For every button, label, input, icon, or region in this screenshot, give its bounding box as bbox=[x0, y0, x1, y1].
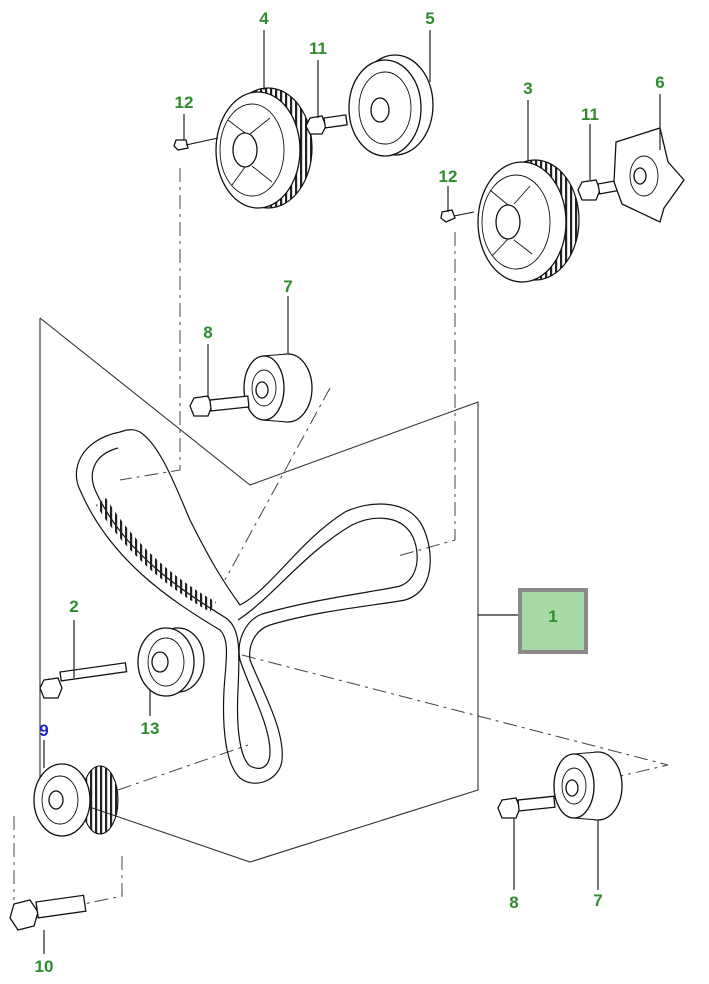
label-part-8-lower[interactable]: 8 bbox=[509, 893, 518, 912]
small-bolt-right bbox=[440, 209, 475, 223]
crank-pulley bbox=[348, 54, 434, 157]
tensioner-bolt bbox=[39, 662, 128, 699]
label-part-12-right[interactable]: 12 bbox=[439, 167, 458, 186]
label-part-10[interactable]: 10 bbox=[35, 957, 54, 976]
label-part-11-upper[interactable]: 11 bbox=[309, 39, 327, 58]
idler-pulley-lower bbox=[553, 751, 623, 821]
label-part-12-left[interactable]: 12 bbox=[175, 93, 194, 112]
label-part-2[interactable]: 2 bbox=[69, 597, 78, 616]
hub-flange bbox=[613, 127, 685, 223]
label-part-1[interactable]: 1 bbox=[548, 607, 557, 626]
injection-pump-gear bbox=[477, 159, 580, 283]
pulley-bolt-upper bbox=[305, 114, 348, 135]
crankshaft-bolt bbox=[9, 894, 87, 931]
label-part-11-right[interactable]: 11 bbox=[581, 105, 599, 124]
idler-pulley-upper bbox=[243, 353, 313, 423]
crankshaft-gear bbox=[33, 763, 119, 837]
timing-belt bbox=[75, 429, 431, 784]
idler-bolt-lower bbox=[497, 795, 556, 819]
camshaft-gear bbox=[215, 87, 313, 209]
label-part-13[interactable]: 13 bbox=[141, 719, 160, 738]
label-part-3[interactable]: 3 bbox=[523, 79, 532, 98]
belt-tensioner bbox=[137, 627, 205, 697]
label-part-7-lower[interactable]: 7 bbox=[593, 891, 602, 910]
part-labels: 1 2 3 4 5 6 7 7 8 8 9 10 11 11 12 12 13 bbox=[35, 9, 665, 976]
label-part-8-upper[interactable]: 8 bbox=[203, 323, 212, 342]
leader-lines bbox=[43, 30, 661, 954]
label-part-9[interactable]: 9 bbox=[39, 721, 48, 740]
label-part-7-upper[interactable]: 7 bbox=[283, 277, 292, 296]
label-part-6[interactable]: 6 bbox=[655, 73, 664, 92]
label-part-4[interactable]: 4 bbox=[259, 9, 269, 28]
highlight-box-part-1 bbox=[518, 588, 588, 654]
idler-bolt-upper bbox=[189, 395, 250, 417]
small-bolt-left bbox=[173, 137, 219, 151]
label-part-5[interactable]: 5 bbox=[425, 9, 434, 28]
